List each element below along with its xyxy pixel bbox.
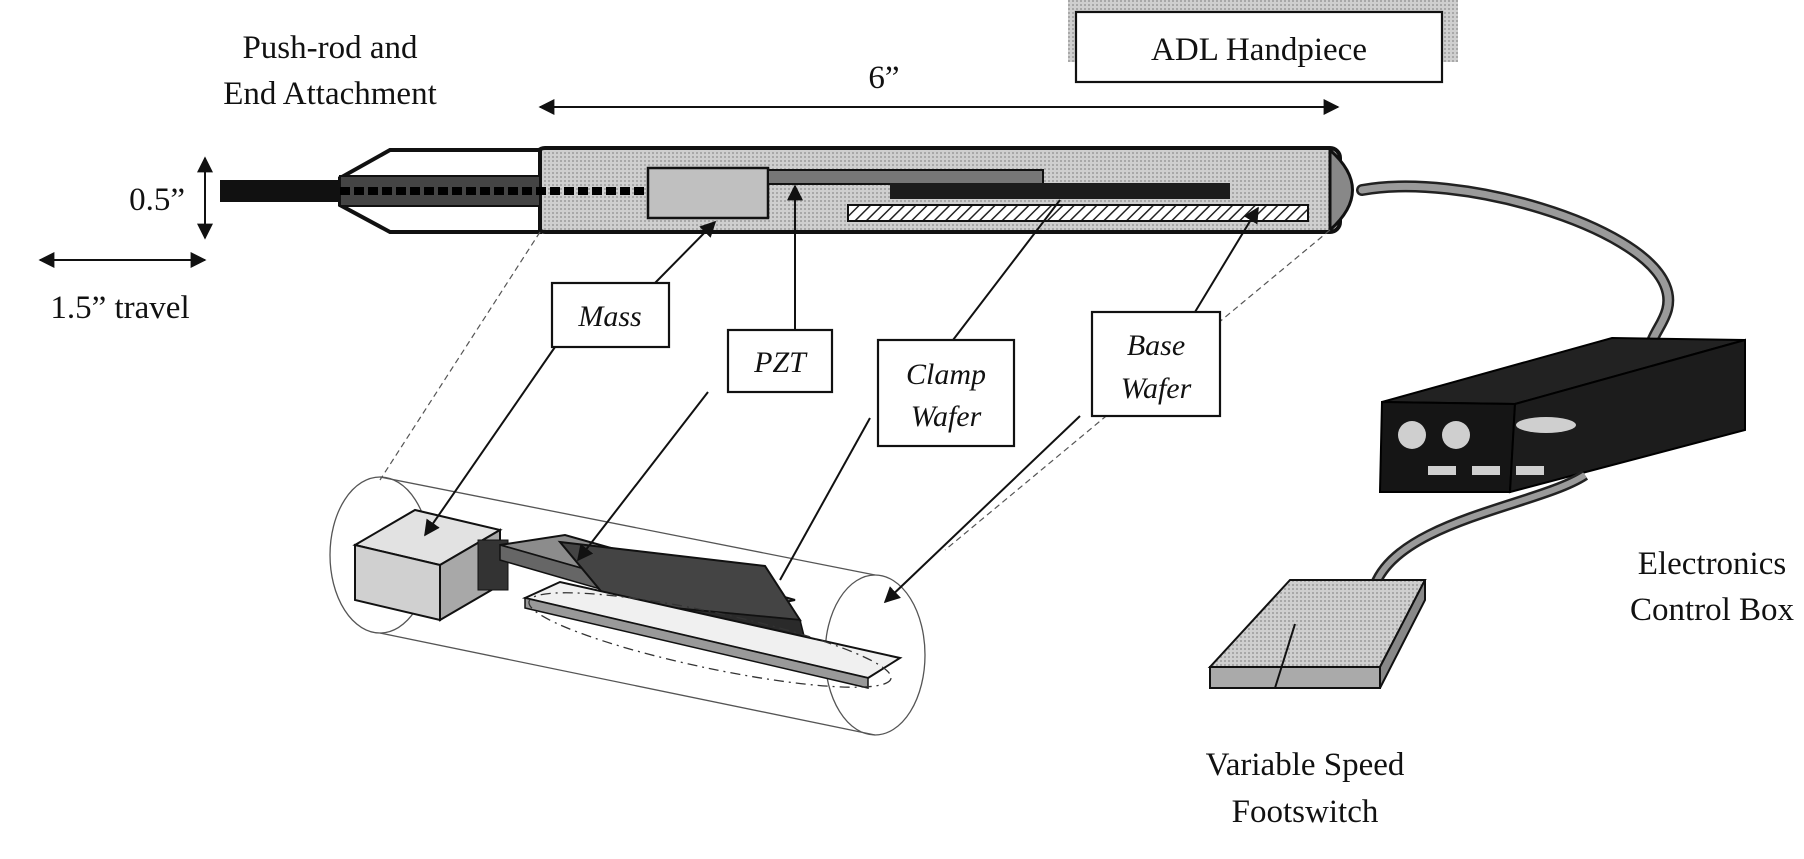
base-wafer-block xyxy=(847,204,1309,222)
travel-label: 1.5” travel xyxy=(50,290,189,326)
handpiece-title: ADL Handpiece xyxy=(1151,32,1367,68)
electronics-label-line1: Electronics xyxy=(1638,546,1786,582)
pzt-label: PZT xyxy=(753,346,808,379)
mass-label: Mass xyxy=(577,300,641,333)
base-wafer-label-box xyxy=(1090,310,1222,418)
footswitch xyxy=(1207,579,1427,689)
electronics-control-box xyxy=(1378,336,1746,494)
mass-label-box xyxy=(550,281,671,349)
handpiece-title-box xyxy=(1074,10,1444,84)
exploded-view xyxy=(329,229,1331,736)
pzt-leader-bottom xyxy=(577,391,709,562)
push-rod xyxy=(220,180,340,202)
pzt-element xyxy=(767,169,1044,185)
clamp-wafer-block xyxy=(890,183,1230,199)
electronics-label-line2: Control Box xyxy=(1630,592,1795,628)
mass-block xyxy=(646,166,770,220)
length-label: 6” xyxy=(868,60,899,96)
base-wafer-label-line2: Wafer xyxy=(1121,372,1192,405)
clamp-wafer-label-box xyxy=(876,338,1016,448)
mass-leader-top xyxy=(654,220,717,284)
base-leader-bottom xyxy=(883,415,1081,604)
mass-leader-bottom xyxy=(424,346,556,537)
handpiece-cable xyxy=(1358,183,1672,362)
clamp-wafer-label-line1: Clamp xyxy=(906,358,986,391)
handpiece xyxy=(220,146,1354,234)
base-leader-top xyxy=(1194,206,1259,313)
footswitch-label-line2: Footswitch xyxy=(1232,794,1379,830)
diameter-label: 0.5” xyxy=(129,182,185,218)
pushrod-label-line2: End Attachment xyxy=(223,76,437,112)
footswitch-label-line1: Variable Speed xyxy=(1206,747,1405,783)
handpiece-end-cap xyxy=(1328,146,1354,234)
footswitch-cable xyxy=(1372,472,1587,587)
clamp-wafer-label-line2: Wafer xyxy=(911,400,982,433)
pushrod-label-line1: Push-rod and xyxy=(242,30,418,66)
pzt-label-box xyxy=(726,328,834,394)
vibration-path xyxy=(528,592,892,688)
base-wafer-label-line1: Base xyxy=(1127,329,1185,362)
clamp-leader-top xyxy=(952,199,1061,341)
clamp-leader-bottom xyxy=(779,417,871,581)
